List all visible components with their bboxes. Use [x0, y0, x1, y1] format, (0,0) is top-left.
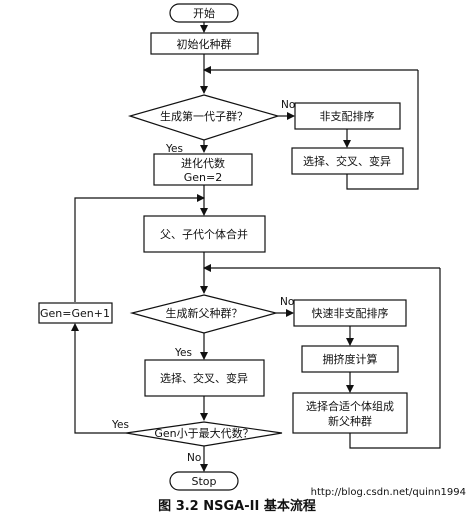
gen-increment-label: Gen=Gen+1: [40, 307, 110, 320]
merge-label: 父、子代个体合并: [160, 227, 248, 241]
start-label: 开始: [193, 6, 215, 20]
crowding-distance-label: 拥挤度计算: [323, 352, 378, 366]
select-cross-mutate-label-2: 选择、交叉、变异: [160, 371, 248, 385]
init-population-label: 初始化种群: [177, 37, 232, 51]
edge-no-1: No: [281, 99, 295, 111]
select-cross-mutate-box-2: [144, 359, 265, 397]
edge-yes-1: Yes: [165, 143, 183, 155]
loop-left-upper: [74, 194, 205, 302]
select-cross-mutate-box-1: [291, 147, 404, 175]
evolve-gen-label-1: 进化代数: [181, 156, 225, 170]
edge-yes-2: Yes: [174, 347, 192, 359]
nondominated-sort-label: 非支配排序: [320, 109, 375, 123]
select-cross-mutate-label-1: 选择、交叉、变异: [303, 154, 391, 168]
nondominated-sort-box: [294, 102, 401, 130]
select-new-parents-box: [292, 392, 408, 434]
edge-no-3: No: [187, 452, 201, 464]
fast-nondominated-sort-box: [293, 299, 407, 327]
fast-nondominated-sort-label: 快速非支配排序: [312, 306, 389, 320]
select-new-parents-label-1: 选择合适个体组成: [306, 399, 394, 413]
edge-no-2: No: [280, 296, 294, 308]
new-parent-decision-label: 生成新父种群？: [166, 306, 243, 320]
max-gen-decision-label: Gen小于最大代数？: [154, 426, 253, 440]
select-new-parents-label-2: 新父种群: [328, 414, 372, 428]
loop-bottom-right: [349, 268, 441, 449]
loop-left-lower: [71, 323, 126, 434]
loop-top-right: [346, 70, 419, 190]
edge-yes-3: Yes: [111, 419, 129, 431]
merge-box: [143, 215, 266, 253]
stop-terminal: [169, 471, 239, 491]
figure-caption: 图 3.2 NSGA-II 基本流程: [158, 498, 316, 514]
crowding-distance-box: [301, 345, 399, 373]
watermark-text: http://blog.csdn.net/quinn1994: [311, 487, 466, 498]
stop-label: Stop: [191, 475, 216, 488]
evolve-gen-box: [153, 153, 253, 186]
first-gen-decision-label: 生成第一代子群？: [160, 109, 248, 123]
evolve-gen-label-2: Gen=2: [184, 171, 222, 184]
